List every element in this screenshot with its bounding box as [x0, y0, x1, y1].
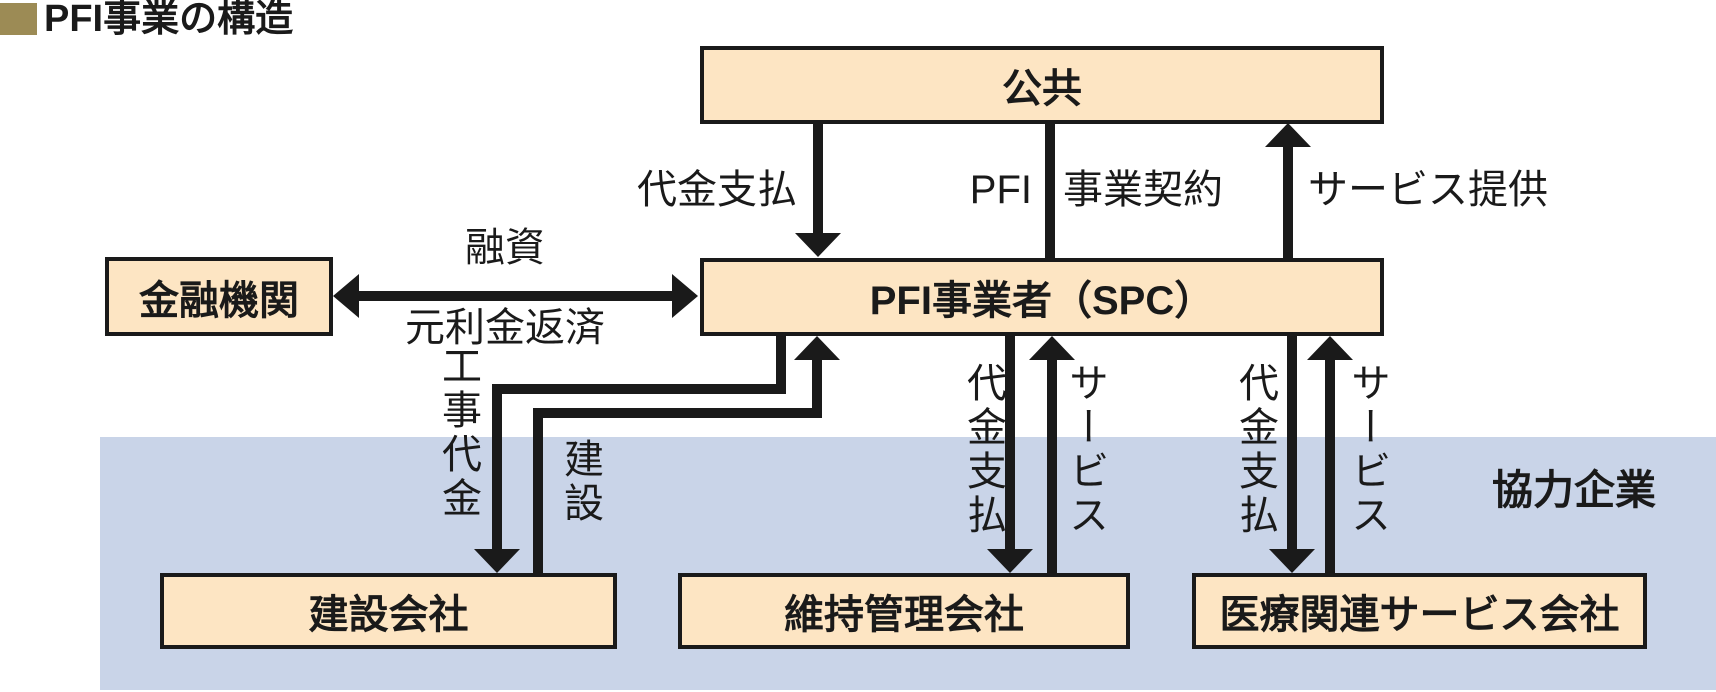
box-construction-label: 建設会社: [308, 593, 469, 637]
arrow-up-icon: [1307, 336, 1353, 360]
arrow-loan-repayment-shaft: [352, 291, 677, 301]
arrow-payment-medical-shaft: [1287, 336, 1297, 554]
label-payment-public: 代金支払: [637, 168, 797, 212]
box-financial-institution: 金融機関: [105, 257, 333, 336]
label-service-medical: サービス: [1345, 362, 1389, 538]
box-pfi-operator-spc: PFI事業者（SPC）: [700, 258, 1384, 336]
label-contract-keiyaku: 事業契約: [1063, 168, 1223, 212]
arrow-construction-work-stub: [812, 355, 822, 418]
label-payment-maintenance: 代金支払: [961, 362, 1005, 538]
arrow-construction-fee-horizontal: [492, 384, 786, 394]
box-construction-company: 建設会社: [160, 573, 617, 649]
title-bullet-square: [0, 3, 37, 35]
contract-line: [1045, 124, 1055, 258]
arrow-down-icon: [795, 233, 841, 257]
arrow-construction-work-vertical: [533, 408, 543, 573]
arrow-down-icon: [987, 549, 1033, 573]
arrow-service-medical-shaft: [1325, 355, 1335, 573]
label-construction-work: 建設: [558, 438, 602, 526]
arrow-construction-work-horizontal: [533, 408, 822, 418]
label-construction-fee: 工事代金: [436, 345, 480, 521]
box-maintenance-label: 維持管理会社: [784, 593, 1024, 637]
box-medical-label: 医療関連サービス会社: [1219, 593, 1620, 637]
box-maintenance-company: 維持管理会社: [678, 573, 1130, 649]
arrow-service-maintenance-shaft: [1047, 355, 1057, 573]
label-service-provision: サービス提供: [1308, 168, 1548, 212]
partner-companies-label: 協力企業: [1492, 467, 1656, 513]
label-contract-pfi: PFI: [969, 168, 1032, 212]
box-public: 公共: [700, 46, 1384, 124]
arrow-payment-maintenance-shaft: [1005, 336, 1015, 554]
label-service-maintenance: サービス: [1063, 362, 1107, 538]
arrow-up-icon: [794, 336, 840, 360]
arrow-construction-fee-stub: [776, 336, 786, 394]
box-public-label: 公共: [1002, 67, 1082, 111]
box-medical-service-company: 医療関連サービス会社: [1192, 573, 1647, 649]
label-loan: 融資: [465, 226, 545, 270]
box-financial-label: 金融機関: [139, 278, 299, 323]
box-spc-label: PFI事業者（SPC）: [869, 279, 1215, 323]
arrow-up-icon: [1265, 123, 1311, 147]
arrow-payment-public-to-spc-shaft: [813, 123, 823, 238]
label-payment-medical: 代金支払: [1233, 362, 1277, 538]
arrow-down-icon: [474, 549, 520, 573]
arrow-down-icon: [1269, 549, 1315, 573]
arrow-service-spc-to-public-shaft: [1283, 140, 1293, 258]
label-repayment: 元利金返済: [405, 306, 605, 350]
arrow-up-icon: [1029, 336, 1075, 360]
arrow-left-icon: [333, 274, 359, 318]
arrow-right-icon: [672, 274, 698, 318]
arrow-construction-fee-vertical: [492, 384, 502, 554]
page-title: PFI事業の構造: [44, 0, 294, 40]
partner-companies-band: [100, 437, 1716, 690]
